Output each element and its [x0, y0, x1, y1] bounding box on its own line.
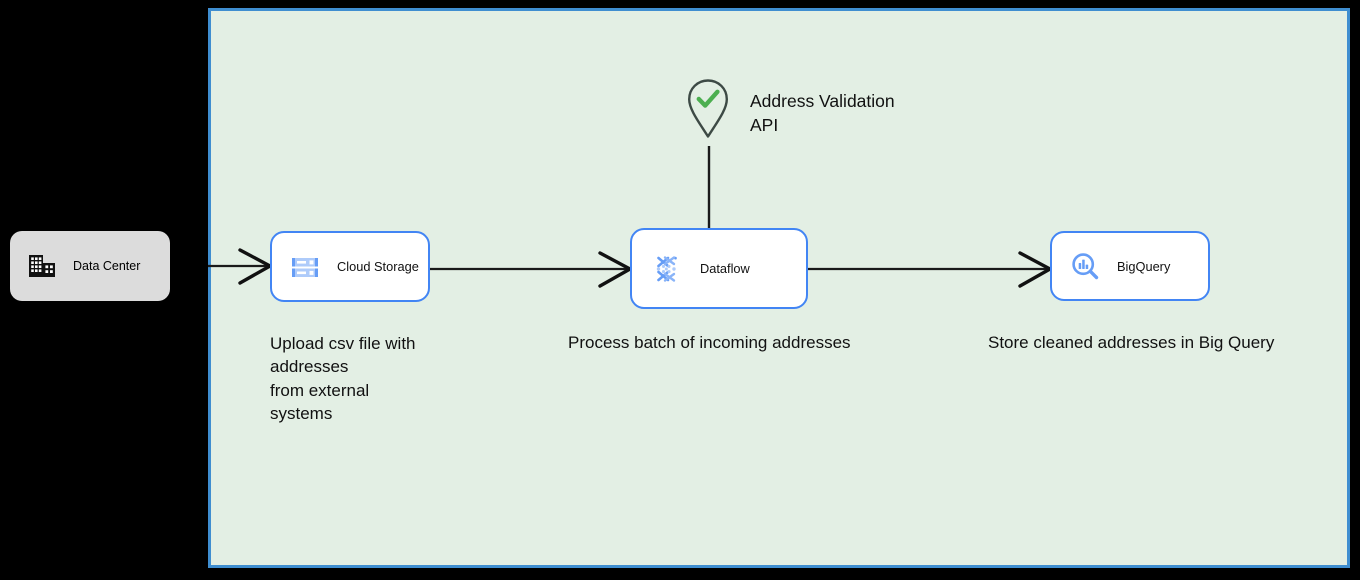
caption-dataflow: Process batch of incoming addresses	[568, 333, 851, 352]
caption-cloud-storage: Upload csv file with addresses from exte…	[270, 334, 416, 424]
node-dataflow[interactable]: Dataflow	[630, 228, 808, 309]
node-cloud-storage-label: Cloud Storage	[337, 259, 419, 274]
map-pin-check-icon	[686, 78, 730, 140]
node-cloud-storage[interactable]: Cloud Storage	[270, 231, 430, 302]
office-building-icon	[27, 251, 57, 281]
caption-bigquery: Store cleaned addresses in Big Query	[988, 333, 1275, 352]
cloud-storage-icon	[289, 251, 321, 283]
node-bigquery[interactable]: BigQuery	[1050, 231, 1210, 301]
node-dataflow-label: Dataflow	[700, 261, 750, 276]
data-center-node[interactable]: Data Center	[10, 231, 170, 301]
node-address-validation-api[interactable]: Address Validation API	[686, 78, 895, 140]
api-node-label: Address Validation API	[750, 91, 895, 135]
bigquery-icon	[1069, 250, 1101, 282]
dataflow-icon	[651, 253, 683, 285]
data-center-label: Data Center	[73, 258, 141, 273]
node-bigquery-label: BigQuery	[1117, 258, 1171, 274]
